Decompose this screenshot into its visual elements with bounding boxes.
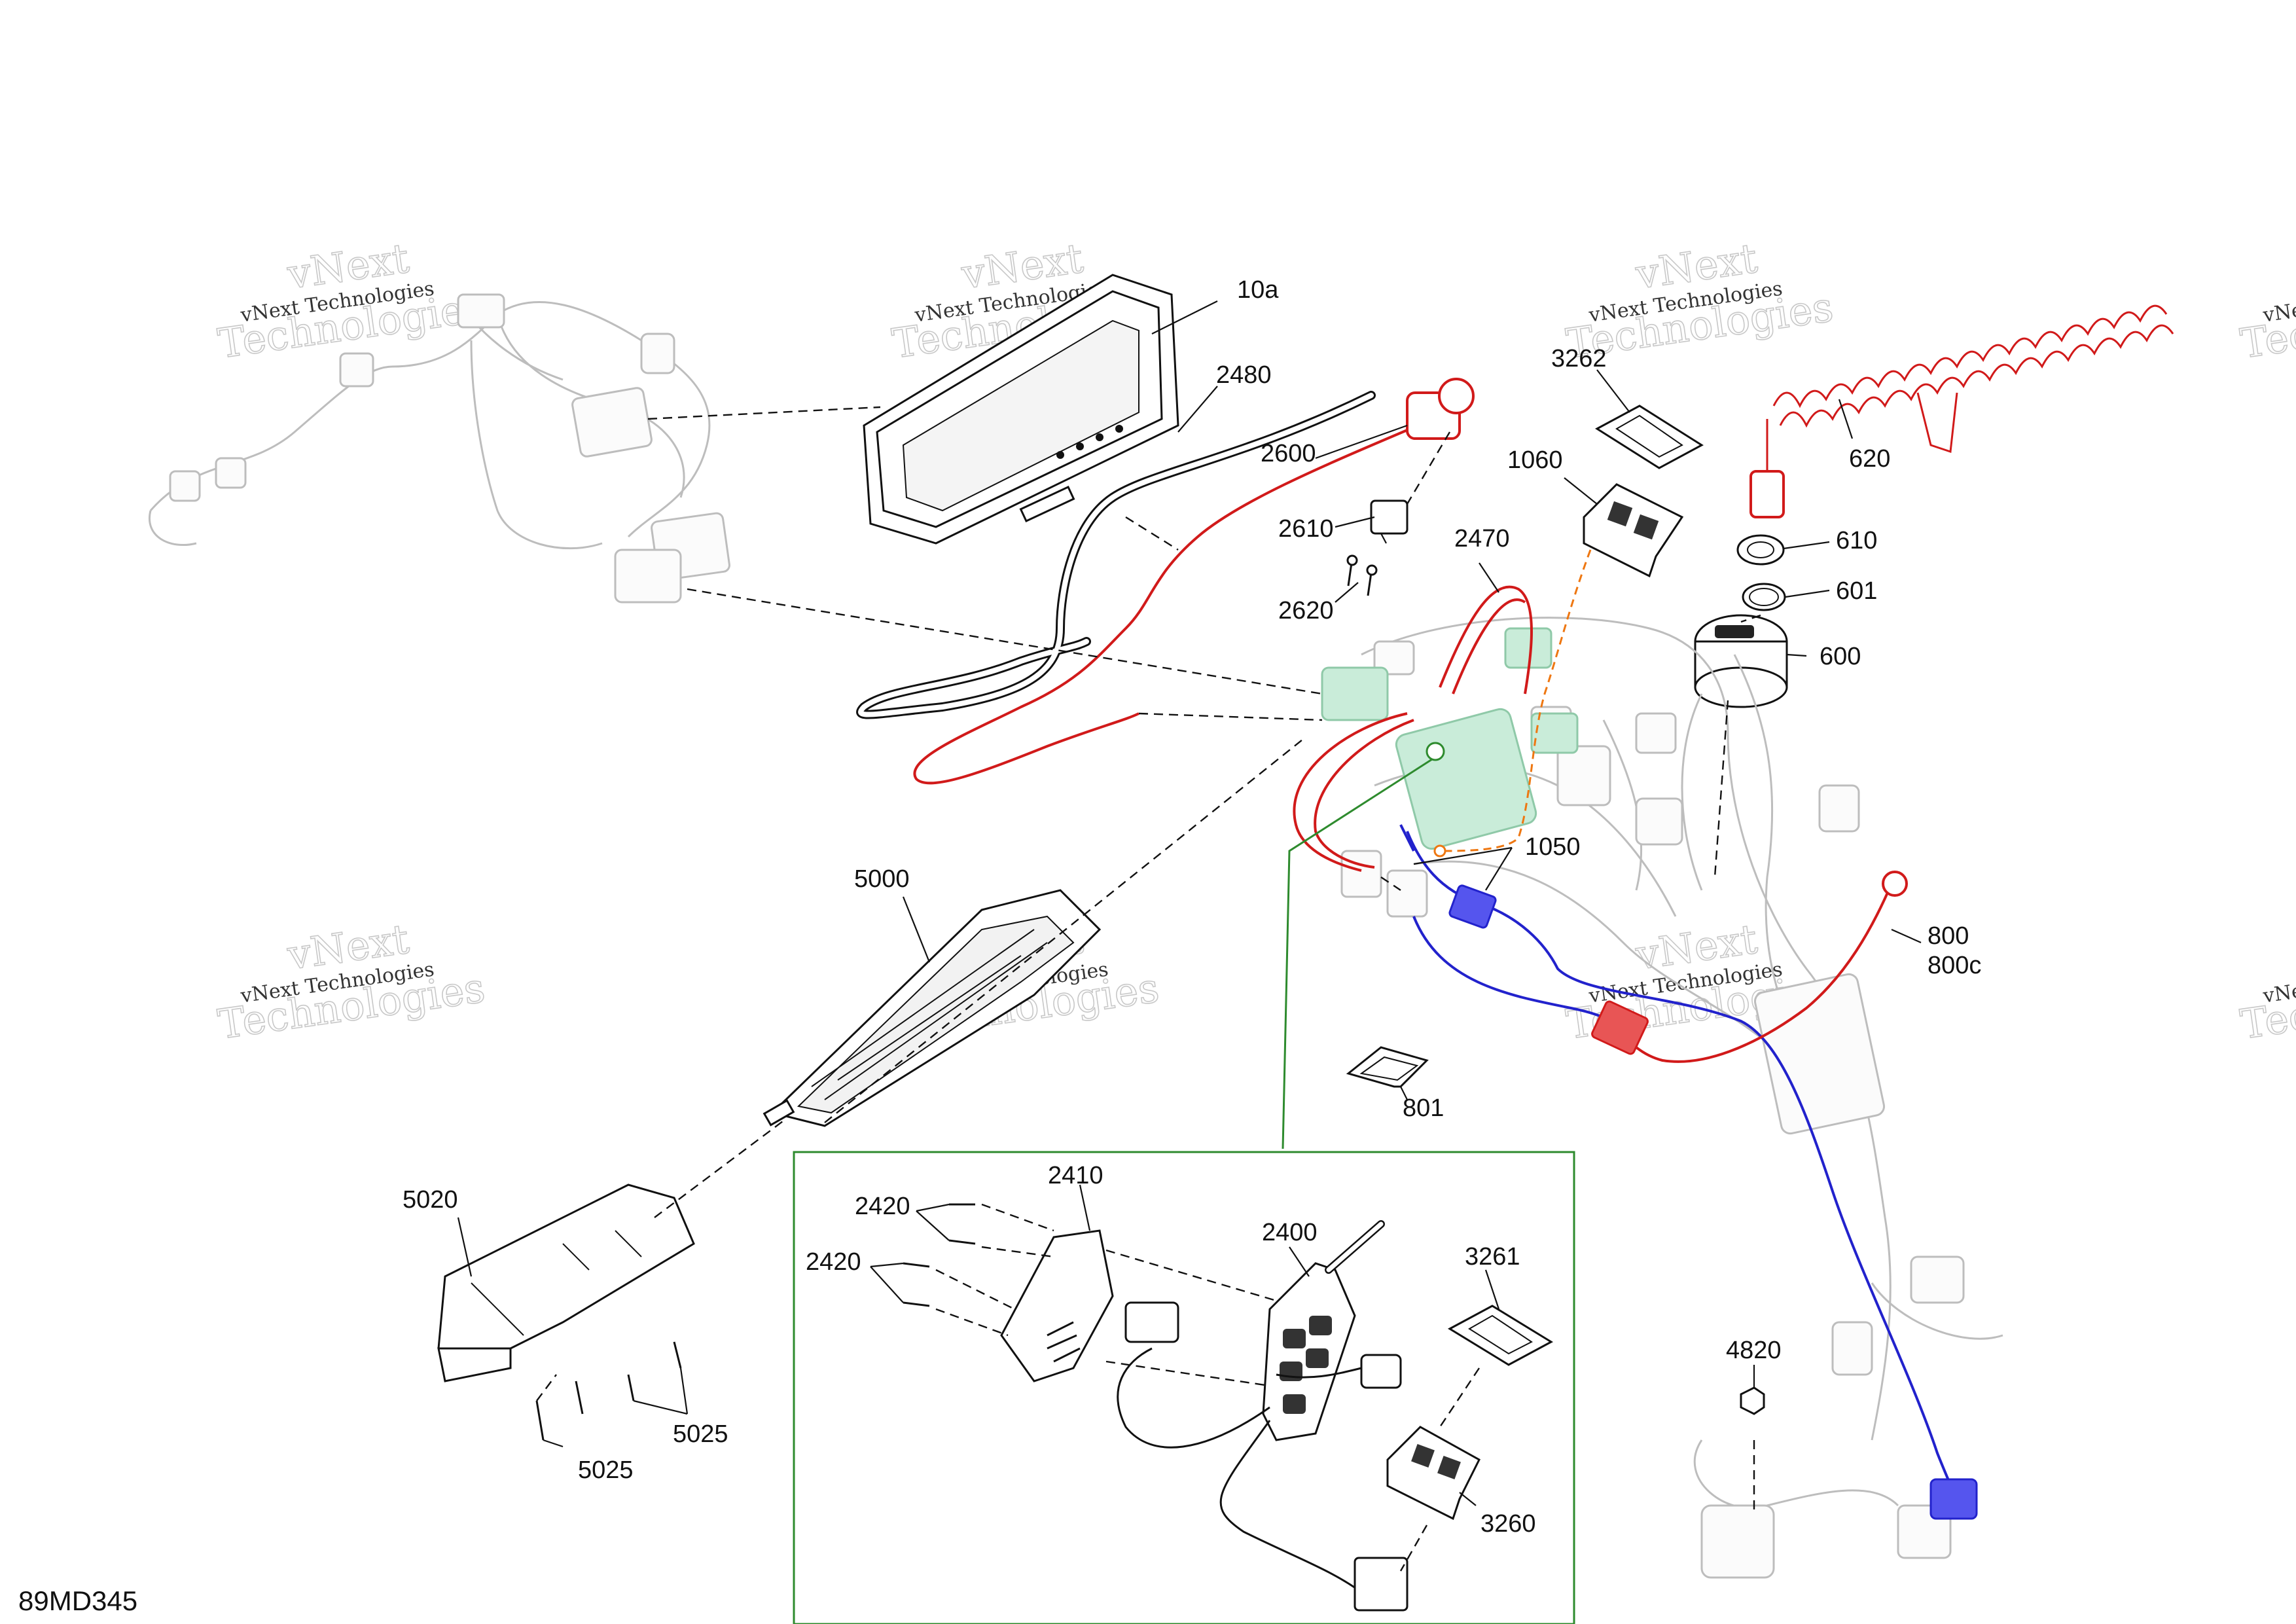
tether-cord-icon: [1749, 304, 2174, 518]
watermark-small: vNext Technologies: [2261, 277, 2296, 327]
ring-610: [1736, 534, 1785, 566]
callout-800: 800: [1928, 922, 1969, 950]
module-5000: [762, 889, 1102, 1127]
screw-icon: [1346, 554, 1378, 596]
callout-620: 620: [1849, 445, 1890, 473]
switch-cap-3262: [1595, 405, 1704, 469]
diagram-id: 89MD345: [18, 1585, 137, 1616]
screw-icon: [903, 1203, 976, 1307]
callout-3262: 3262: [1551, 345, 1607, 372]
callout-5000: 5000: [854, 865, 910, 893]
callout-600: 600: [1820, 643, 1861, 670]
callout-2420-a: 2420: [855, 1193, 910, 1220]
display-cluster-icon: [863, 274, 1179, 545]
ring-601: [1742, 583, 1786, 611]
callout-1050: 1050: [1525, 833, 1581, 861]
callout-1060: 1060: [1507, 446, 1563, 474]
callout-10a: 10a: [1237, 276, 1279, 304]
callout-5025-b: 5025: [673, 1420, 728, 1448]
callout-610: 610: [1836, 527, 1877, 554]
bracket-icon: [437, 1183, 695, 1382]
watermark-group: vNext Technologies vNext Technologies vN…: [215, 234, 2296, 1049]
bracket-icon: [1370, 499, 1408, 544]
callout-2480: 2480: [1216, 361, 1272, 389]
wiring-harness-icon: [149, 293, 730, 604]
cable-2480: [856, 391, 1376, 719]
callout-3260: 3260: [1480, 1510, 1536, 1538]
screw-icon: [535, 1341, 682, 1441]
connector-block-green: [1321, 627, 1579, 850]
callout-5020: 5020: [403, 1186, 458, 1214]
callout-2610: 2610: [1278, 515, 1334, 543]
switch-panel-icon: [1386, 1426, 1480, 1521]
callout-800c: 800c: [1928, 952, 1981, 979]
callout-2620: 2620: [1278, 597, 1334, 624]
callout-4820: 4820: [1726, 1337, 1782, 1364]
callout-2470: 2470: [1454, 525, 1510, 552]
callout-3261: 3261: [1465, 1243, 1520, 1271]
detail-pointer-line: [1282, 758, 1433, 1149]
callout-5025-a: 5025: [578, 1456, 634, 1484]
watermark-small: vNext Technologies: [2261, 958, 2296, 1007]
detail-contents: [903, 1203, 1554, 1612]
switch-600: [1694, 614, 1788, 708]
leader-lines: [457, 300, 1922, 1506]
detail-box: [793, 1151, 1575, 1624]
callout-601: 601: [1836, 577, 1877, 605]
relation-lines: [536, 406, 1761, 1512]
harness-2470: [1293, 585, 1533, 872]
callout-2410: 2410: [1048, 1162, 1103, 1189]
cable-800: [1591, 871, 1908, 1063]
detail-pointer: [1426, 742, 1445, 761]
callout-2420-b: 2420: [806, 1248, 861, 1276]
callout-labels: 10a 2480 2600 2610 2620 3262 1060 2470 6…: [18, 276, 1981, 1616]
callout-2600: 2600: [1261, 440, 1316, 467]
switch-panel-icon: [1583, 483, 1684, 578]
callout-801: 801: [1403, 1094, 1444, 1122]
nut-4820: [1740, 1386, 1765, 1415]
cable-2600: [913, 378, 1475, 785]
gasket-801: [1346, 1046, 1429, 1088]
callout-2400: 2400: [1262, 1219, 1318, 1246]
